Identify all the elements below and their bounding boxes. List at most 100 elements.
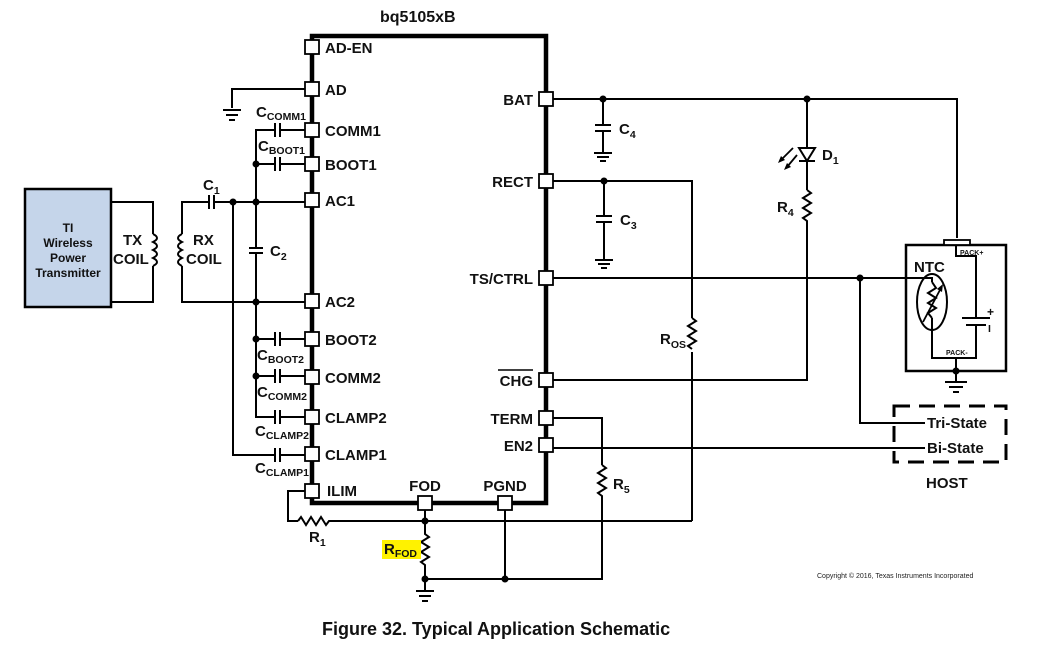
capacitor-ccomm2 bbox=[256, 369, 305, 383]
left-pins: AD-EN AD COMM1 BOOT1 AC1 AC2 BOOT2 COMM2… bbox=[304, 36, 387, 500]
label-ccomm1: CCOMM1 bbox=[256, 104, 306, 123]
bottom-pins: FOD PGND bbox=[409, 478, 527, 511]
label-c1: C1 bbox=[203, 177, 220, 197]
capacitor-ccomm1 bbox=[274, 123, 305, 137]
pin-label-ac1: AC1 bbox=[325, 193, 355, 210]
pin-ac1 bbox=[304, 192, 320, 208]
capacitor-cclamp2 bbox=[274, 410, 305, 424]
resistor-r4 bbox=[553, 189, 813, 381]
host-box bbox=[892, 404, 1008, 464]
label-c2: C2 bbox=[270, 243, 287, 263]
ground-icon bbox=[594, 152, 612, 162]
pin-ts-ctrl bbox=[538, 270, 554, 286]
ground-icon bbox=[223, 109, 241, 121]
pin-label-term: TERM bbox=[491, 411, 534, 428]
pin-term bbox=[538, 410, 554, 426]
ntc-label: NTC bbox=[914, 259, 945, 276]
pin-label-comm2: COMM2 bbox=[325, 370, 381, 387]
resistor-rfod bbox=[419, 521, 431, 578]
label-cclamp2: CCLAMP2 bbox=[255, 423, 309, 442]
pin-clamp1 bbox=[304, 446, 320, 462]
pin-comm2 bbox=[304, 369, 320, 385]
pack-minus-label: PACK- bbox=[946, 350, 968, 357]
transmitter-line-2: Wireless bbox=[43, 236, 93, 250]
pin-boot1 bbox=[304, 156, 320, 172]
chip-body bbox=[309, 33, 549, 506]
pin-clamp2 bbox=[304, 409, 320, 425]
ground-icon bbox=[945, 381, 967, 393]
ntc-thermistor-icon bbox=[916, 273, 948, 331]
pin-label-chg: CHG bbox=[500, 373, 533, 390]
capacitor-c3 bbox=[596, 181, 612, 259]
pin-boot2 bbox=[304, 331, 320, 347]
tx-coil-icon bbox=[150, 233, 158, 267]
wire-rect bbox=[553, 180, 693, 521]
tx-coil-label-1: TX bbox=[123, 232, 142, 249]
label-ccomm2: CCOMM2 bbox=[257, 384, 307, 403]
wireless-power-transmitter bbox=[23, 187, 113, 309]
pin-ilim bbox=[304, 483, 320, 499]
pin-label-ts-ctrl: TS/CTRL bbox=[470, 271, 533, 288]
led-d1-icon bbox=[778, 147, 817, 190]
battery-minus-sign: I bbox=[988, 323, 991, 335]
pin-rect bbox=[538, 173, 554, 189]
copyright-text: Copyright © 2016, Texas Instruments Inco… bbox=[817, 572, 973, 580]
capacitor-cboot2 bbox=[256, 332, 305, 346]
transmitter-line-1: TI bbox=[63, 221, 74, 235]
pin-fod bbox=[417, 495, 433, 511]
rfod-highlight bbox=[382, 540, 421, 559]
pin-comm1 bbox=[304, 122, 320, 138]
transmitter-line-4: Transmitter bbox=[35, 266, 101, 280]
chip-name: bq5105xB bbox=[380, 9, 456, 26]
resistor-r1 bbox=[297, 515, 692, 527]
pin-ad-en bbox=[304, 39, 320, 55]
label-c3: C3 bbox=[620, 212, 637, 232]
pin-label-bat: BAT bbox=[503, 92, 533, 109]
wire-bat bbox=[553, 98, 958, 238]
resistor-ros bbox=[686, 317, 698, 350]
label-cboot1: CBOOT1 bbox=[258, 138, 305, 157]
pin-label-ad: AD bbox=[325, 82, 347, 99]
wire-ground-bus bbox=[425, 497, 603, 580]
wire-clamp1 bbox=[232, 202, 268, 456]
rx-coil-label-2: COIL bbox=[186, 251, 222, 268]
label-rfod: RFOD bbox=[384, 541, 417, 560]
pin-label-rect: RECT bbox=[492, 174, 533, 191]
host-bi-state: Bi-State bbox=[927, 440, 984, 457]
host-label: HOST bbox=[926, 475, 968, 492]
label-c4: C4 bbox=[619, 121, 636, 141]
capacitor-cclamp1 bbox=[268, 448, 305, 462]
label-r1: R1 bbox=[309, 529, 326, 549]
pin-ad bbox=[304, 81, 320, 97]
wire-tx-top bbox=[111, 201, 154, 234]
pin-label-boot2: BOOT2 bbox=[325, 332, 377, 349]
ground-icon bbox=[595, 259, 613, 269]
wire-rx-bottom-ac2 bbox=[181, 266, 305, 303]
label-cboot2: CBOOT2 bbox=[257, 347, 304, 366]
pin-pgnd bbox=[497, 495, 513, 511]
pin-label-pgnd: PGND bbox=[483, 478, 527, 495]
wire-ad-ground bbox=[231, 88, 305, 108]
wire-comm1 bbox=[255, 129, 275, 202]
label-r5: R5 bbox=[613, 476, 630, 496]
pin-label-clamp2: CLAMP2 bbox=[325, 410, 387, 427]
wire-term bbox=[553, 417, 603, 465]
pack-plus-label: PACK+ bbox=[960, 250, 983, 257]
label-d1: D1 bbox=[822, 147, 839, 167]
pin-label-ilim: ILIM bbox=[327, 483, 357, 500]
pin-label-ad-en: AD-EN bbox=[325, 40, 373, 57]
battery-pack bbox=[904, 239, 1008, 381]
wire-ilim bbox=[287, 490, 305, 522]
resistor-r5 bbox=[596, 464, 608, 497]
host-tri-state: Tri-State bbox=[927, 415, 987, 432]
pin-label-en2: EN2 bbox=[504, 438, 533, 455]
ground-icon bbox=[416, 590, 434, 602]
transmitter-line-3: Power bbox=[50, 251, 86, 265]
wire-tri-state bbox=[859, 278, 925, 424]
label-ros: ROS bbox=[660, 331, 686, 351]
pin-en2 bbox=[538, 437, 554, 453]
pin-ac2 bbox=[304, 293, 320, 309]
pin-label-comm1: COMM1 bbox=[325, 123, 381, 140]
wire-rx-top bbox=[181, 201, 205, 234]
